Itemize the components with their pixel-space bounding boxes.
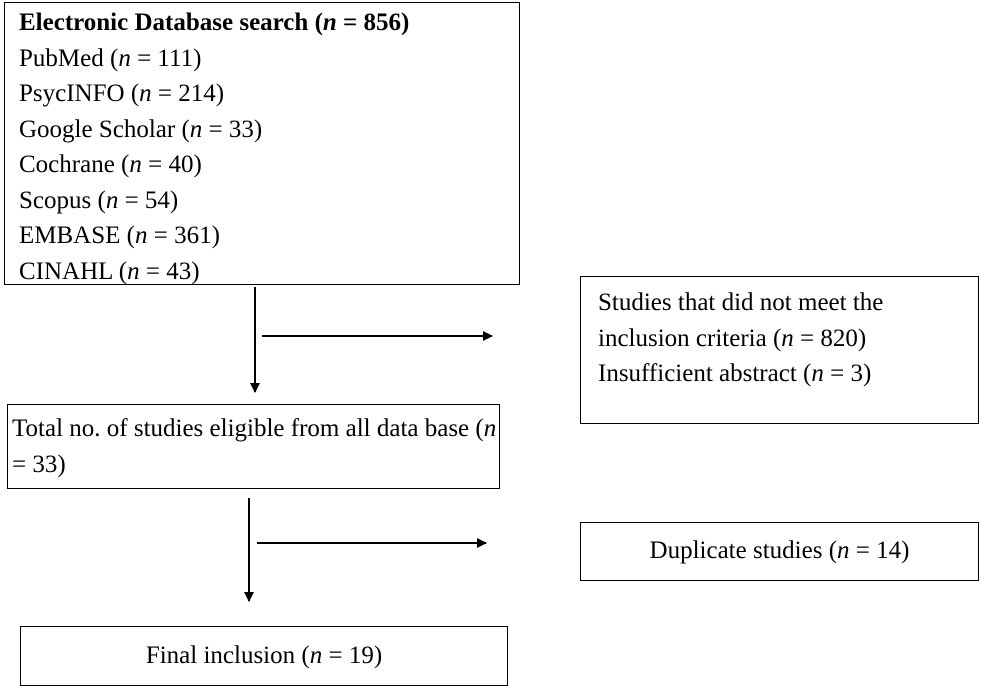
source-google-scholar: Google Scholar (n = 33) bbox=[19, 115, 263, 143]
eligible-text: Total no. of studies eligible from all d… bbox=[12, 415, 497, 478]
insufficient-abstract: Insufficient abstract (n = 3) bbox=[598, 360, 872, 387]
exclusion-box: Studies that did not meet the inclusion … bbox=[580, 276, 979, 424]
database-search-box: Electronic Database search (n = 856) Pub… bbox=[4, 2, 520, 285]
source-embase: EMBASE (n = 361) bbox=[19, 222, 220, 249]
eligible-studies-box: Total no. of studies eligible from all d… bbox=[7, 404, 500, 489]
source-pubmed: PubMed (n = 111) bbox=[19, 44, 202, 72]
exclusion-line-1: Studies that did not meet the bbox=[598, 289, 884, 316]
duplicate-studies-box: Duplicate studies (n = 14) bbox=[580, 522, 979, 581]
source-scopus: Scopus (n = 54) bbox=[19, 186, 179, 214]
final-text: Final inclusion (n = 19) bbox=[145, 642, 383, 669]
source-cochrane: Cochrane (n = 40) bbox=[19, 151, 202, 178]
source-cinahl: CINAHL (n = 43) bbox=[19, 257, 200, 285]
source-psycinfo: PsycINFO (n = 214) bbox=[19, 80, 225, 107]
search-title: Electronic Database search (n = 856) bbox=[19, 9, 410, 36]
final-inclusion-box: Final inclusion (n = 19) bbox=[20, 626, 508, 686]
duplicate-text: Duplicate studies (n = 14) bbox=[649, 537, 910, 564]
exclusion-line-2: inclusion criteria (n = 820) bbox=[598, 324, 867, 352]
